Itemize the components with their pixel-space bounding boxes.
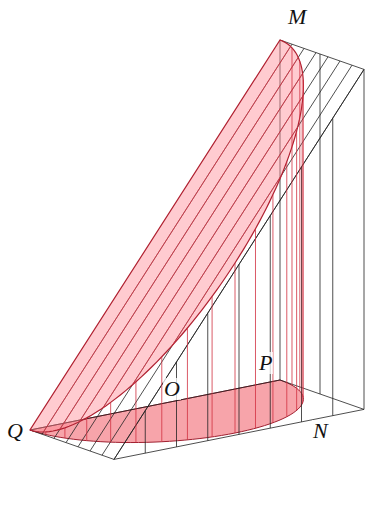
plane-line <box>54 48 304 438</box>
section-line <box>79 73 302 421</box>
generator-line <box>135 382 136 443</box>
point-label: M <box>287 6 307 28</box>
vertical-line <box>364 69 365 409</box>
vertical-line <box>270 216 271 429</box>
generator-line <box>255 229 256 429</box>
plane-line <box>90 61 340 451</box>
section-line <box>43 46 290 432</box>
plane-line <box>42 44 292 434</box>
plane-line <box>66 53 316 443</box>
vertical-line <box>239 264 240 434</box>
generator-line <box>272 195 273 423</box>
generator-line <box>303 80 304 397</box>
vertical-line <box>332 118 333 416</box>
plane-line <box>78 57 328 447</box>
generator-line <box>235 263 236 433</box>
vertical-line <box>320 54 321 394</box>
generator-line <box>187 328 188 440</box>
generator-line <box>296 131 297 410</box>
generator-line <box>291 48 292 385</box>
generator-line <box>86 418 87 441</box>
ellipse-section <box>30 40 303 432</box>
generator-line <box>299 61 300 391</box>
generator-line <box>45 432 46 435</box>
vertical-line <box>176 362 177 447</box>
generator-line <box>302 104 303 404</box>
section-line <box>173 175 282 345</box>
generator-line <box>286 162 287 417</box>
point-label: Q <box>6 420 24 442</box>
generator-line <box>110 402 111 442</box>
section-line <box>60 57 298 429</box>
vertical-line <box>145 411 146 454</box>
generator-line <box>212 296 213 436</box>
vertical-line <box>207 313 208 441</box>
generator-line <box>64 428 65 438</box>
section-line <box>103 96 303 408</box>
point-label: N <box>312 420 329 442</box>
section-line <box>132 127 297 385</box>
point-label: O <box>163 378 181 400</box>
point-label: P <box>258 352 273 374</box>
